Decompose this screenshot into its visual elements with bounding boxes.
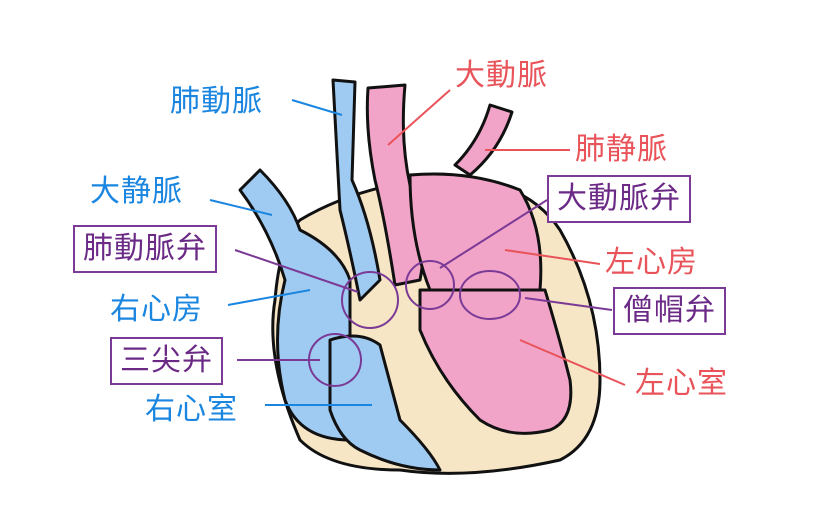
label-aortic-valve: 大動脈弁 <box>547 175 691 223</box>
leader-pulmonary-valve <box>234 249 359 293</box>
leader-vena-cava <box>209 199 273 216</box>
label-pulmonary-vein: 肺静脈 <box>575 132 668 167</box>
label-left-ventricle: 左心室 <box>635 366 728 401</box>
left-atrium <box>408 172 543 292</box>
label-vena-cava: 大静脈 <box>90 174 183 209</box>
label-pulmonary-artery: 肺動脈 <box>170 84 263 119</box>
aortic-valve-marker <box>405 260 455 310</box>
mitral-valve-marker <box>459 270 521 320</box>
leader-aortic-valve <box>439 199 548 269</box>
label-left-atrium: 左心房 <box>605 245 698 280</box>
aorta <box>365 83 425 287</box>
pulmonary-vein <box>453 103 514 177</box>
leader-aorta <box>387 89 451 146</box>
leader-right-atrium <box>227 289 311 306</box>
label-mitral-valve: 僧帽弁 <box>613 287 726 335</box>
label-right-atrium: 右心房 <box>110 292 203 327</box>
pulmonary-valve-marker <box>341 271 399 329</box>
label-aorta: 大動脈 <box>455 58 548 93</box>
leader-mitral-valve <box>524 297 613 311</box>
leader-left-atrium <box>504 249 601 265</box>
leader-pulmonary-artery <box>291 99 343 116</box>
label-right-ventricle: 右心室 <box>145 392 238 427</box>
label-tricuspid-valve: 三尖弁 <box>110 337 223 385</box>
right-ventricle <box>328 334 442 472</box>
label-pulmonary-valve: 肺動脈弁 <box>73 225 217 273</box>
left-ventricle <box>418 288 573 435</box>
leader-left-ventricle <box>519 339 626 386</box>
pulmonary-artery <box>331 78 382 302</box>
